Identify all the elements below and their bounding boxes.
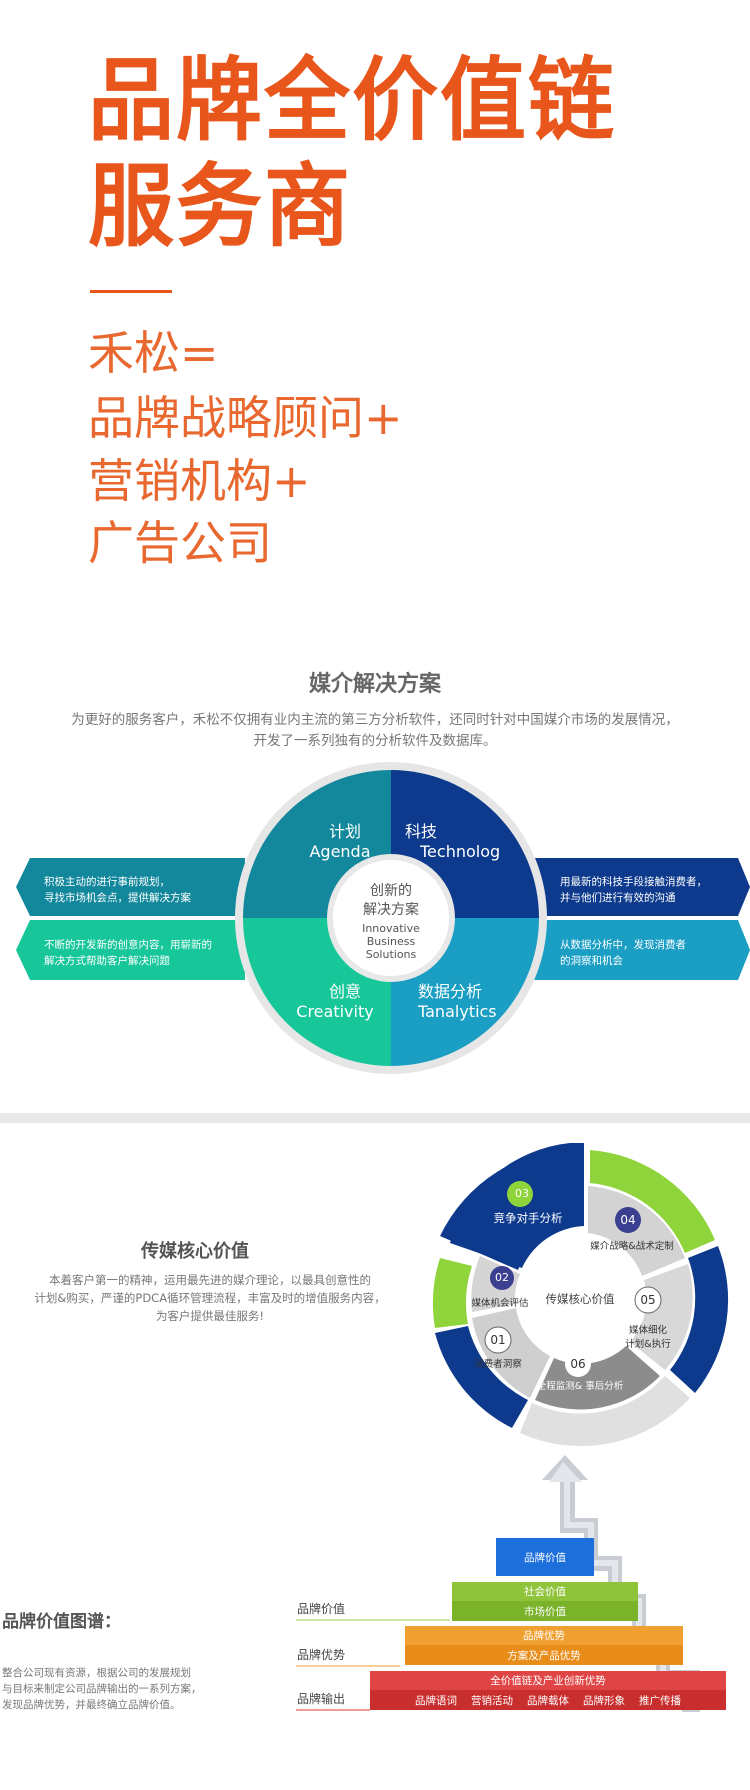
tech-label-en: Technolog <box>420 842 501 861</box>
item-06-label: 全程监测& 事后分析 <box>536 1381 624 1392</box>
bar-social-value: 社会价值 <box>452 1582 638 1601</box>
seg-06 <box>535 1346 660 1410</box>
item-05-label-1: 媒体细化 <box>628 1325 667 1336</box>
bar-product-advantage: 方案及产品优势 <box>405 1645 683 1665</box>
item-04-label: 媒介战略&战术定制 <box>590 1241 674 1252</box>
bar-brand-advantage: 品牌优势 <box>405 1626 683 1645</box>
side-banner-left-2 <box>16 920 245 980</box>
plan-label-en: Agenda <box>309 842 371 861</box>
core-value-desc-3: 为客户提供最佳服务! <box>155 1309 265 1323</box>
side-left-1-line2: 寻找市场机会点，提供解决方案 <box>44 892 191 904</box>
item-03-label: 竞争对手分析 <box>493 1211 563 1225</box>
media-solution-subtitle-2: 开发了一系列独有的分析软件及数据库。 <box>253 733 497 749</box>
side-right-2-line2: 的洞察和机会 <box>560 955 623 967</box>
level-label-value: 品牌价值 <box>297 1602 346 1616</box>
arc-01 <box>435 1326 528 1428</box>
data-label-cn: 数据分析 <box>418 982 483 1001</box>
data-label-en: Tanalytics <box>418 1002 497 1021</box>
badge-01 <box>484 1326 512 1354</box>
hero-title-line1: 品牌全价值链 <box>88 48 616 154</box>
seg-04 <box>588 1186 685 1276</box>
core-value-desc-2: 计划&购买，严谨的PDCA循环管理流程，丰富及时的增值服务内容， <box>34 1291 386 1305</box>
item-05-label-2: 计划&执行 <box>625 1339 671 1350</box>
item-01-num: 01 <box>490 1333 506 1347</box>
item-02-label: 媒体机会评估 <box>471 1298 529 1309</box>
bar-market-value: 市场价值 <box>452 1601 638 1621</box>
arc-06 <box>520 1376 690 1447</box>
media-solution-title: 媒介解决方案 <box>308 672 441 697</box>
formula-line3: 营销机构+ <box>88 454 311 508</box>
brand-map-desc-1: 整合公司现有资源，根据公司的发展规划 <box>2 1667 191 1679</box>
side-banner-right-2 <box>525 920 750 980</box>
side-right-1-line2: 并与他们进行有效的沟通 <box>560 892 676 904</box>
badge-05 <box>634 1286 662 1314</box>
creative-label-cn: 创意 <box>328 982 361 1001</box>
plan-label-cn: 计划 <box>328 822 361 841</box>
bar-output-items: 品牌语词 营销活动 品牌载体 品牌形象 推广传播 <box>370 1690 726 1710</box>
brand-map-desc-3: 发现品牌优势，并最终确立品牌价值。 <box>2 1699 181 1711</box>
formula-line1: 禾松= <box>88 326 219 380</box>
core-value-desc-1: 本着客户第一的精神，运用最先进的媒介理论，以最具创意性的 <box>49 1273 371 1287</box>
formula-line2: 品牌战略顾问+ <box>88 391 403 445</box>
brand-map-title: 品牌价值图谱： <box>2 1612 121 1632</box>
item-02-num: 02 <box>495 1271 509 1284</box>
hero-divider <box>90 290 172 293</box>
creative-label-en: Creativity <box>296 1002 374 1021</box>
badge-03 <box>507 1181 533 1207</box>
level-label-output: 品牌输出 <box>297 1692 346 1706</box>
side-left-2-line1: 不断的开发新的创意内容，用崭新的 <box>44 939 212 951</box>
badge-06 <box>565 1351 591 1377</box>
center-cn-1: 创新的 <box>370 883 412 899</box>
arc-04 <box>590 1150 715 1253</box>
solution-wheel <box>16 762 750 1074</box>
bar-brand-value: 品牌价值 <box>496 1538 594 1576</box>
badge-02 <box>490 1266 514 1290</box>
level-label-advantage: 品牌优势 <box>297 1648 346 1662</box>
side-right-1-line1: 用最新的科技手段接触消费者， <box>560 876 707 888</box>
brand-map-desc-2: 与目标来制定公司品牌输出的一系列方案， <box>2 1683 202 1695</box>
center-en-2: Business <box>366 935 416 948</box>
item-04-num: 04 <box>620 1213 636 1227</box>
center-en-3: Solutions <box>365 948 417 961</box>
arc-02 <box>432 1258 472 1328</box>
item-01-label: 消费者洞察 <box>474 1359 522 1370</box>
formula-line4: 广告公司 <box>88 516 272 570</box>
core-value-title: 传媒核心价值 <box>141 1241 249 1262</box>
media-solution-subtitle-1: 为更好的服务客户，禾松不仅拥有业内主流的第三方分析软件，还同时针对中国媒介市场的… <box>71 712 679 728</box>
seg-05 <box>630 1264 693 1370</box>
output-item-5: 推广传播 <box>639 1694 681 1707</box>
side-left-1-line1: 积极主动的进行事前规划， <box>44 876 170 888</box>
arc-05 <box>670 1246 729 1393</box>
center-en-1: Innovative <box>362 922 420 935</box>
section-divider <box>0 1113 750 1123</box>
item-06-num: 06 <box>570 1357 586 1371</box>
bar-full-chain: 全价值链及产业创新优势 <box>370 1671 726 1690</box>
item-05-num: 05 <box>640 1293 656 1307</box>
item-03-num: 03 <box>515 1187 529 1200</box>
hero-title-line2: 服务商 <box>88 154 352 260</box>
badge-04 <box>615 1207 641 1233</box>
side-banner-right-1 <box>525 858 750 916</box>
core-center-label: 传媒核心价值 <box>545 1292 615 1306</box>
side-banner-left-1 <box>16 858 245 916</box>
output-item-4: 品牌形象 <box>583 1694 625 1707</box>
side-right-2-line1: 从数据分析中，发现消费者 <box>560 939 686 951</box>
tech-label-cn: 科技 <box>405 822 438 841</box>
output-item-1: 品牌语词 <box>415 1694 457 1707</box>
center-cn-2: 解决方案 <box>363 902 419 918</box>
seg-03 <box>440 1147 580 1270</box>
output-item-2: 营销活动 <box>471 1694 513 1707</box>
side-left-2-line2: 解决方式帮助客户解决问题 <box>44 955 170 967</box>
output-item-3: 品牌载体 <box>527 1694 569 1707</box>
